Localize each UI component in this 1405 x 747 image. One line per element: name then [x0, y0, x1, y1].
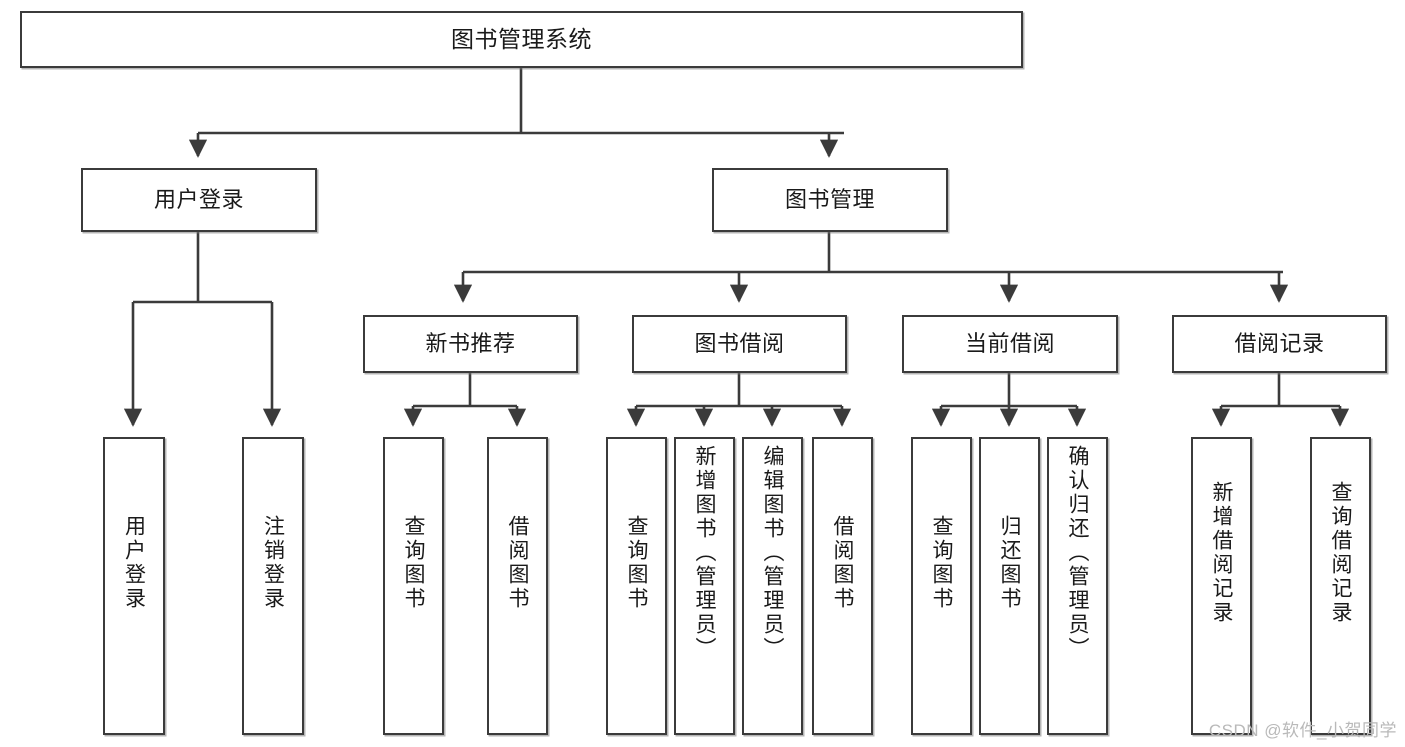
node-label: 新增借阅记录 [1210, 481, 1233, 625]
node-label: 查询图书 [625, 515, 648, 611]
node-label: 编辑图书（管理员） [761, 445, 784, 661]
leaf-node-confirm-return-admin[interactable]: 确认归还（管理员） [1047, 437, 1108, 735]
node-borrowing-record[interactable]: 借阅记录 [1172, 315, 1387, 373]
leaf-node-query-book-recommendation[interactable]: 查询图书 [383, 437, 444, 735]
node-label: 借阅图书 [831, 515, 854, 611]
node-label: 查询图书 [402, 515, 425, 611]
node-label: 查询借阅记录 [1329, 481, 1352, 625]
node-label: 借阅记录 [1234, 330, 1325, 356]
leaf-node-borrow-book-recommendation[interactable]: 借阅图书 [487, 437, 548, 735]
node-current-borrowing[interactable]: 当前借阅 [902, 315, 1118, 373]
leaf-node-edit-book-admin[interactable]: 编辑图书（管理员） [742, 437, 803, 735]
leaf-node-borrow-book-borrowing[interactable]: 借阅图书 [812, 437, 873, 735]
node-label: 用户登录 [153, 186, 244, 212]
node-label: 图书管理 [784, 186, 875, 212]
node-label: 图书管理系统 [451, 26, 592, 53]
node-label: 归还图书 [998, 515, 1021, 611]
node-label: 查询图书 [930, 515, 953, 611]
leaf-node-query-borrowing-record[interactable]: 查询借阅记录 [1310, 437, 1371, 735]
node-label: 确认归还（管理员） [1066, 445, 1089, 661]
leaf-node-user-logout[interactable]: 注销登录 [242, 437, 304, 735]
node-book-management[interactable]: 图书管理 [712, 168, 948, 232]
node-label: 新增图书（管理员） [693, 445, 716, 661]
node-user-login[interactable]: 用户登录 [81, 168, 317, 232]
leaf-node-add-book-admin[interactable]: 新增图书（管理员） [674, 437, 735, 735]
node-new-book-recommendation[interactable]: 新书推荐 [363, 315, 578, 373]
node-book-borrowing[interactable]: 图书借阅 [632, 315, 847, 373]
node-label: 图书借阅 [694, 330, 785, 356]
leaf-node-return-book[interactable]: 归还图书 [979, 437, 1040, 735]
node-label: 当前借阅 [964, 330, 1055, 356]
leaf-node-query-book-current[interactable]: 查询图书 [911, 437, 972, 735]
node-root-book-management-system[interactable]: 图书管理系统 [20, 11, 1023, 68]
node-label: 新书推荐 [425, 330, 516, 356]
leaf-node-user-login[interactable]: 用户登录 [103, 437, 165, 735]
node-label: 注销登录 [261, 515, 285, 611]
leaf-node-query-book-borrowing[interactable]: 查询图书 [606, 437, 667, 735]
leaf-node-add-borrowing-record[interactable]: 新增借阅记录 [1191, 437, 1252, 735]
csdn-watermark: CSDN @软件_小贺同学 [1208, 721, 1397, 740]
node-label: 借阅图书 [506, 515, 529, 611]
node-label: 用户登录 [122, 515, 146, 611]
